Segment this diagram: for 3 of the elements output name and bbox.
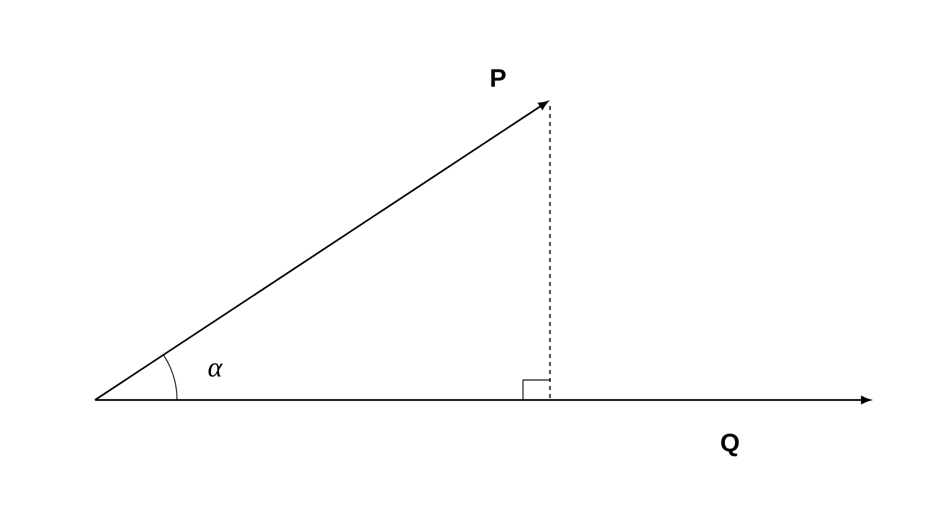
text-label: α — [208, 363, 223, 377]
text-label: P — [491, 69, 506, 87]
text-label: Q — [721, 434, 739, 456]
